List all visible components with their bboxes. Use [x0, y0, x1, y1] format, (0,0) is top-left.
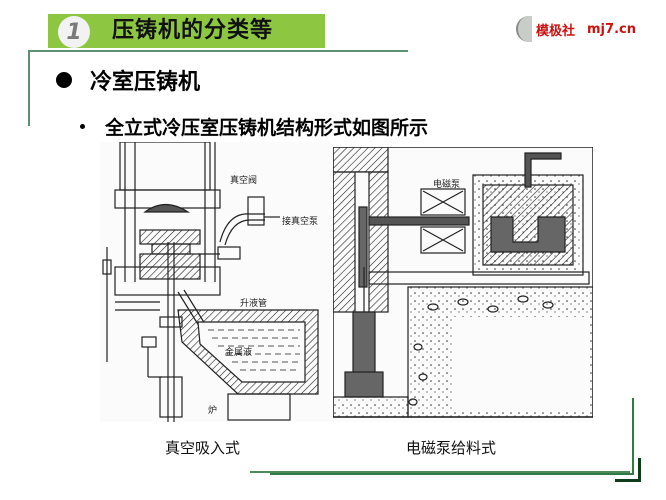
- frame-right-line: [632, 398, 634, 475]
- electromagnetic-pump-diagram: 电磁泵: [333, 147, 593, 418]
- subheading: 全立式冷压室压铸机结构形式如图所示: [105, 117, 429, 139]
- logo-url[interactable]: mj7.cn: [587, 21, 636, 37]
- section-title: 压铸机的分类等: [112, 18, 274, 43]
- logo[interactable]: 模极社 mj7.cn: [516, 16, 636, 42]
- logo-emblem-icon: [516, 16, 532, 42]
- corner-accent-vertical: [638, 458, 641, 482]
- label-furnace: 炉: [208, 404, 217, 416]
- caption-vacuum-suction: 真空吸入式: [165, 439, 241, 457]
- label-riser-pipe: 升液管: [240, 297, 267, 309]
- frame-left-line: [28, 50, 30, 126]
- vacuum-suction-diagram: 真空阀 接真空泵 升液管 金属液 炉: [102, 142, 319, 422]
- corner-accent-horizontal: [615, 479, 641, 482]
- subheading-bullet: 全立式冷压室压铸机结构形式如图所示: [80, 113, 428, 140]
- bullet-dot-small-icon: [80, 124, 85, 129]
- frame-bottom-line: [270, 473, 634, 475]
- label-vacuum-pump: 接真空泵: [282, 215, 318, 227]
- section-banner: [48, 14, 325, 48]
- caption-electromagnetic-pump: 电磁泵给料式: [406, 439, 497, 457]
- heading: 冷室压铸机: [90, 70, 201, 95]
- heading-bullet: 冷室压铸机: [56, 64, 200, 96]
- section-number: 1: [66, 19, 82, 45]
- frame-top-line: [28, 50, 408, 52]
- logo-name: 模极社: [536, 23, 576, 39]
- label-molten-metal: 金属液: [225, 346, 252, 358]
- section-number-badge: 1: [58, 16, 90, 48]
- timeline-line: [250, 471, 630, 473]
- label-em-pump: 电磁泵: [433, 178, 460, 190]
- figure-vacuum-suction: 真空阀 接真空泵 升液管 金属液 炉: [100, 142, 330, 422]
- figure-electromagnetic-pump: 电磁泵: [333, 147, 593, 422]
- bullet-dot-icon: [56, 72, 72, 88]
- label-vacuum-valve: 真空阀: [230, 174, 257, 186]
